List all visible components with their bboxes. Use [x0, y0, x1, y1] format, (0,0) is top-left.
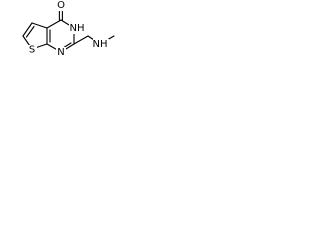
bond-c2-ch2: [73, 35, 89, 45]
atom-ring-nh: NH: [70, 23, 85, 34]
atom-carbonyl-oxygen: O: [57, 0, 65, 11]
atom-label-group: O NH N S NH: [27, 0, 109, 58]
bond-c4a-c5: [31, 22, 48, 29]
bond-c4a-c4: [46, 19, 62, 29]
atom-pyrimidine-n: N: [57, 47, 64, 58]
atom-amine-nh: NH: [93, 39, 108, 50]
atom-thiophene-s: S: [29, 45, 35, 56]
bond-c5-c6: [22, 22, 33, 37]
chemical-structure: O NH N S NH: [22, 0, 115, 58]
bond-c5-c6-second: [25, 25, 35, 38]
